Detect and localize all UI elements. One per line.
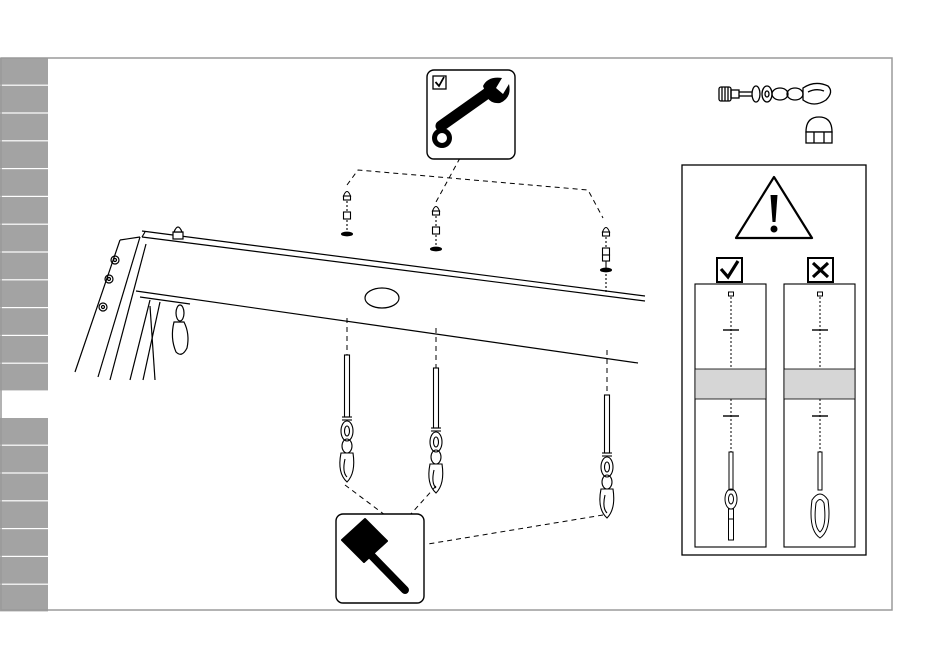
hanger	[600, 395, 614, 518]
swing-beam	[136, 231, 645, 363]
sidebar-tab	[0, 501, 48, 528]
sidebar-tab	[0, 557, 48, 584]
hanger-rod	[345, 355, 350, 417]
guide-lines	[345, 158, 607, 544]
sidebar-tab	[0, 446, 48, 473]
washer-icon	[431, 247, 442, 251]
hardware-stack	[342, 192, 353, 236]
swivel-hook	[729, 509, 734, 540]
eye-bolt-with-washers-and-carabiner-icon	[719, 83, 831, 104]
sidebar-tab	[0, 418, 48, 445]
carabiner-gate	[344, 459, 347, 477]
sidebar-tab	[0, 114, 48, 141]
hardware-stacks	[342, 192, 612, 293]
cap-nut-icon	[603, 232, 610, 236]
washer-icon	[342, 232, 353, 236]
hardware-stack	[601, 228, 612, 272]
sidebar-tab	[0, 225, 48, 252]
sidebar-tab	[0, 308, 48, 335]
left-hook-icon	[172, 305, 188, 354]
hex-nut-icon	[344, 212, 351, 219]
sidebar-tab	[0, 474, 48, 501]
hammer-tool-box	[336, 514, 424, 603]
corner-bolt-icon	[173, 227, 183, 239]
sidebar-tab	[0, 585, 48, 612]
hanger	[340, 355, 354, 482]
chain-link-inner	[605, 462, 610, 472]
wrench-tool-box	[427, 70, 515, 159]
hanger	[429, 368, 443, 493]
sidebar-tab	[0, 336, 48, 363]
sidebar-tab	[0, 197, 48, 224]
cap-nut-icon	[344, 196, 351, 200]
swing-hangers	[340, 355, 614, 518]
hex-nut-icon	[818, 292, 823, 296]
hanger-rod	[434, 368, 439, 428]
sidebar-tab	[0, 169, 48, 196]
cap-nut-icon	[344, 192, 351, 197]
chain-link	[341, 421, 353, 441]
carabiner-icon	[340, 453, 354, 482]
sidebar-tab	[0, 529, 48, 556]
hanger-rod	[729, 452, 733, 490]
cap-nut-icon	[603, 228, 610, 233]
chain-link	[601, 457, 613, 477]
hardware-stack	[431, 207, 442, 251]
checkmark-icon	[433, 76, 446, 89]
hanger-rod	[818, 452, 822, 490]
sidebar-tab	[0, 141, 48, 168]
carabiner-icon	[429, 464, 443, 493]
cap-nut-icon	[433, 211, 440, 215]
chain-link	[430, 432, 442, 452]
hex-nut-icon	[603, 248, 610, 255]
sidebar-tab	[0, 253, 48, 280]
sidebar-tab	[0, 86, 48, 113]
warning-panel	[682, 165, 866, 555]
hex-nut-icon	[433, 227, 440, 234]
a-frame-leg	[75, 237, 160, 380]
cross-icon	[808, 258, 833, 282]
carabiner-gate	[433, 470, 436, 488]
cap-nut-icon	[433, 207, 440, 212]
sidebar-tab	[0, 280, 48, 307]
sidebar-tab-strip	[0, 58, 48, 611]
carabiner-icon	[600, 489, 614, 518]
sidebar-tab	[0, 58, 48, 85]
chain-link-inner	[345, 426, 350, 436]
hardware-stack-extra	[603, 255, 610, 292]
cap-nut-icon	[806, 117, 832, 143]
carabiner-gate	[604, 495, 607, 513]
hanger-rod	[605, 395, 610, 453]
hex-nut-icon	[729, 292, 734, 296]
checkmark-icon	[717, 258, 742, 282]
chain-link-inner	[434, 437, 439, 447]
hex-nut-icon	[603, 255, 610, 261]
sidebar-tab	[0, 364, 48, 391]
